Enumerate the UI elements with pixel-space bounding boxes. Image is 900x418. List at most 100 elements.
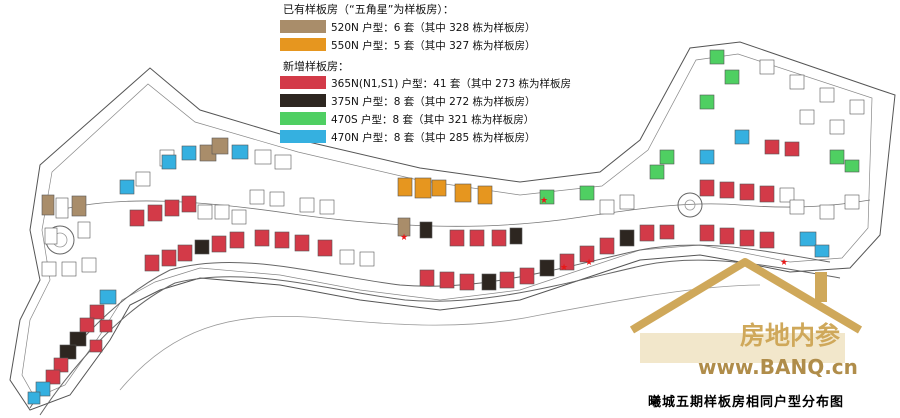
house-lot xyxy=(789,199,805,215)
house-lot xyxy=(99,289,117,305)
house-lot xyxy=(71,195,87,217)
house-lot xyxy=(45,369,61,385)
house-lot xyxy=(499,271,515,289)
house-lot xyxy=(181,145,197,161)
house-lot xyxy=(519,267,535,285)
chimney-icon xyxy=(815,272,827,302)
watermark-logo xyxy=(629,258,863,363)
house-lot xyxy=(599,237,615,255)
house-lot xyxy=(269,191,285,207)
internal-road xyxy=(59,199,871,227)
house-lot xyxy=(44,227,58,245)
house-lot xyxy=(724,69,740,85)
house-lot xyxy=(414,177,432,199)
house-lot xyxy=(459,273,475,291)
legend-swatch xyxy=(280,76,326,89)
house-lot xyxy=(254,229,270,247)
house-lot xyxy=(799,109,815,125)
house-lot xyxy=(599,199,615,215)
house-lot xyxy=(41,261,57,277)
house-lot xyxy=(779,187,795,203)
house-lot xyxy=(397,217,411,237)
roundabout-east-inner xyxy=(684,199,696,211)
house-lot xyxy=(77,221,91,239)
house-lot xyxy=(739,183,755,201)
site-boundary xyxy=(9,41,896,411)
house-lot xyxy=(339,249,355,265)
house-lot xyxy=(579,245,595,263)
star-icon: ★ xyxy=(585,258,593,268)
house-lot xyxy=(53,357,69,373)
legend-label: 520N 户型：6 套（其中 328 栋为样板房） xyxy=(331,22,536,34)
house-lot xyxy=(619,229,635,247)
house-lot xyxy=(161,249,177,267)
house-lot xyxy=(211,235,227,253)
legend-new-header: 新增样板房： xyxy=(283,60,349,73)
house-lot xyxy=(147,204,163,222)
house-lot xyxy=(659,224,675,240)
watermark: 房地内参 www.BANQ.cn xyxy=(600,258,900,383)
house-lot xyxy=(69,331,87,347)
house-lot xyxy=(41,194,55,216)
legend-label: 550N 户型：5 套（其中 327 栋为样板房） xyxy=(331,40,536,52)
house-lot xyxy=(197,204,213,220)
watermark-url: www.BANQ.cn xyxy=(698,355,858,379)
house-lot xyxy=(719,181,735,199)
house-lot xyxy=(449,229,465,247)
watermark-brand: 房地内参 xyxy=(740,321,841,350)
house-lot xyxy=(829,119,845,135)
house-lot xyxy=(55,197,69,219)
house-lot xyxy=(539,189,555,205)
house-lot xyxy=(734,129,750,145)
map-caption: 曦城五期样板房相同户型分布图 xyxy=(648,395,845,410)
house-lot xyxy=(699,94,715,110)
house-lot xyxy=(481,273,497,291)
house-lot xyxy=(759,59,775,75)
house-lot xyxy=(161,154,177,170)
showflat-stars: ★★★★★ xyxy=(400,196,788,273)
legend-label: 470N 户型：8 套（其中 285 栋为样板房） xyxy=(331,132,536,144)
legend-swatch xyxy=(280,38,326,51)
house-lot xyxy=(849,99,865,115)
house-lot xyxy=(469,229,485,247)
house-lot xyxy=(639,224,655,242)
main-road xyxy=(29,244,831,409)
house-lot xyxy=(419,269,435,287)
house-lot xyxy=(294,234,310,252)
legend-swatch xyxy=(280,20,326,33)
house-lot xyxy=(181,195,197,213)
house-lot xyxy=(249,189,265,205)
house-lot xyxy=(274,154,292,170)
house-lot xyxy=(819,87,835,103)
house-lot xyxy=(397,177,413,197)
house-lot xyxy=(317,239,333,257)
house-lot xyxy=(177,244,193,262)
house-lot xyxy=(229,231,245,249)
house-lot xyxy=(477,185,493,205)
house-lot xyxy=(144,254,160,272)
house-lot xyxy=(119,179,135,195)
house-lot xyxy=(194,239,210,255)
house-lot xyxy=(539,259,555,277)
roof-icon xyxy=(629,258,863,334)
house-lot xyxy=(27,391,41,405)
main-road-edge xyxy=(39,259,841,416)
house-lot xyxy=(89,339,103,353)
house-lot xyxy=(699,149,715,165)
house-lot xyxy=(764,139,780,155)
house-lot xyxy=(491,229,507,247)
house-lot xyxy=(214,204,230,220)
house-lot xyxy=(829,149,845,165)
legend-label: 375N 户型：8 套（其中 272 栋为样板房） xyxy=(331,96,536,108)
legend-swatch xyxy=(280,112,326,125)
house-lot xyxy=(254,149,272,165)
house-lot xyxy=(819,204,835,220)
house-lot xyxy=(759,185,775,203)
house-lot xyxy=(649,164,665,180)
building-lots xyxy=(27,49,865,405)
house-lot xyxy=(659,149,675,165)
house-lot xyxy=(559,253,575,271)
house-lot xyxy=(59,344,77,360)
house-lot xyxy=(79,317,95,333)
